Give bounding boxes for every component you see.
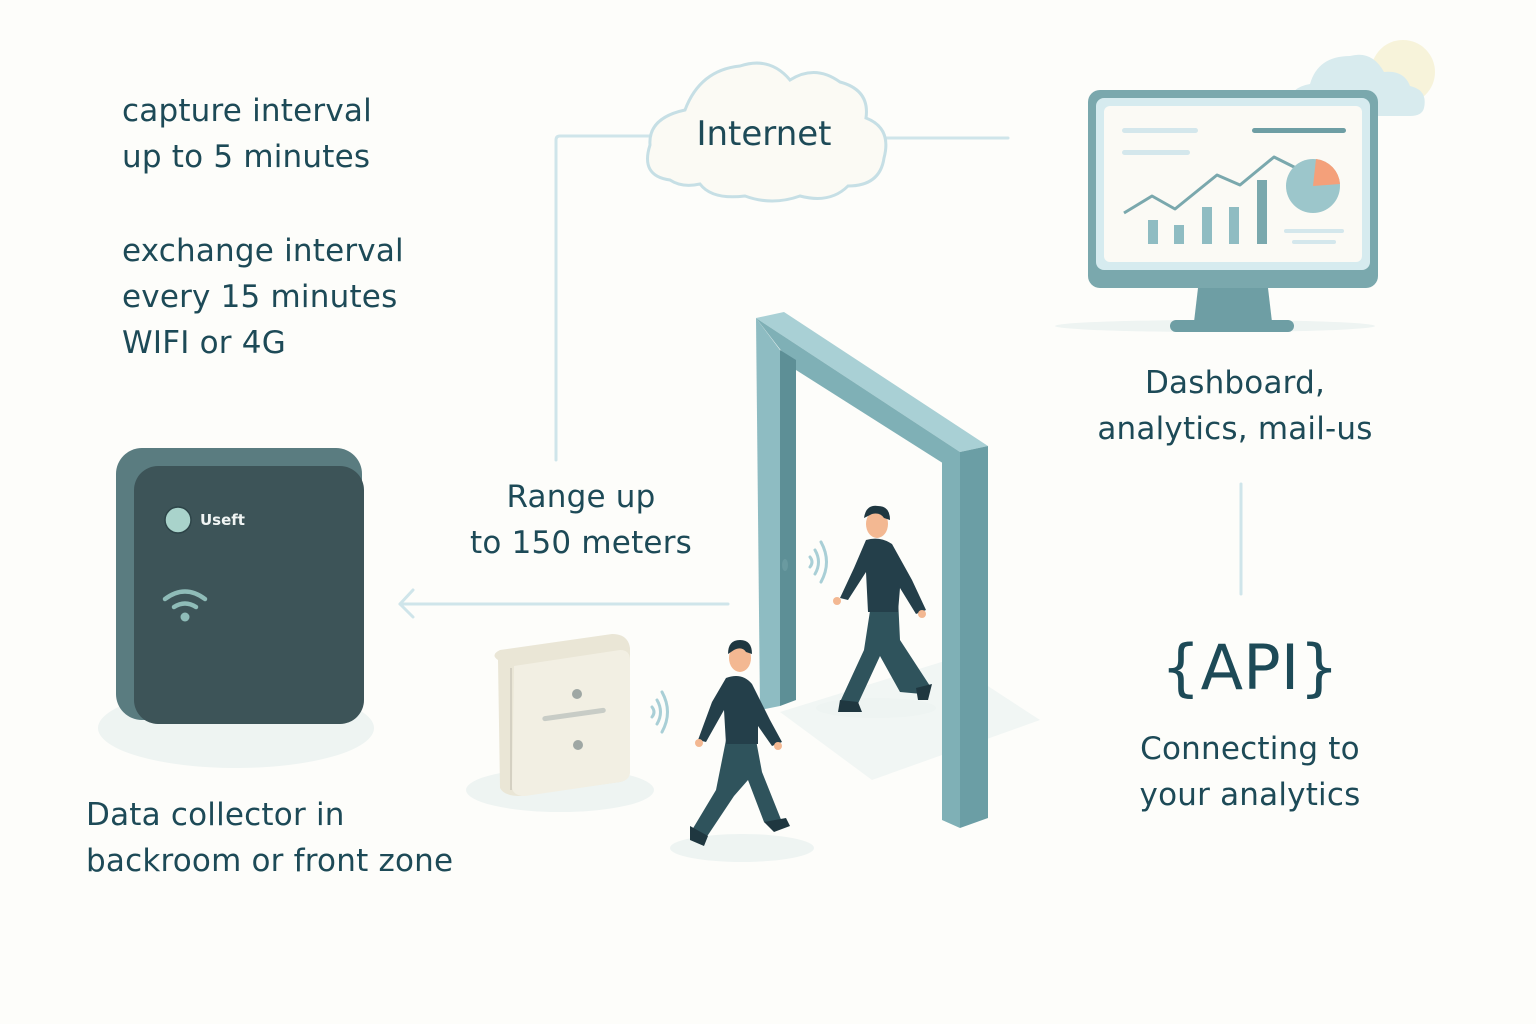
- spec-block: capture interval up to 5 minutes exchang…: [122, 88, 404, 366]
- status-led-icon: [164, 506, 192, 534]
- entrance-gate: [756, 312, 1040, 828]
- api-label: {API}: [1161, 631, 1339, 704]
- exchange-interval-value: every 15 minutes: [122, 279, 398, 315]
- screen-bar-1: [1148, 220, 1158, 244]
- person-walking-far: [816, 505, 936, 718]
- api-caption: Connecting to your analytics: [1100, 726, 1400, 818]
- internet-cloud-icon: [646, 61, 888, 203]
- device-brand-label: Useft: [200, 511, 245, 529]
- sensor-dot-top: [572, 689, 582, 699]
- screen-bar-3: [1202, 207, 1212, 244]
- dashboard-caption-line: Dashboard,: [1144, 365, 1326, 401]
- api-caption-line: your analytics: [1139, 777, 1361, 813]
- range-arrow-icon: [398, 588, 730, 619]
- capture-interval-title: capture interval: [122, 93, 372, 129]
- collector-caption-line: Data collector in: [86, 797, 345, 833]
- person-walking-near: [670, 640, 814, 862]
- connectivity-value: WIFI or 4G: [122, 325, 286, 361]
- dashboard-caption-line: analytics, mail-us: [1097, 411, 1373, 447]
- collector-caption-line: backroom or front zone: [86, 843, 454, 879]
- range-caption-line: Range up: [506, 479, 656, 515]
- sensor-divider: [542, 707, 606, 722]
- screen-bar-2: [1174, 225, 1184, 244]
- screen-bar-4: [1229, 207, 1239, 244]
- dashboard-monitor-icon: [1055, 90, 1378, 332]
- sensor-dot-bottom: [573, 740, 583, 750]
- connector-collector-to-internet: [554, 134, 652, 462]
- gate-signal-icon: [808, 540, 828, 584]
- internet-label: Internet: [696, 114, 832, 154]
- screen-pie-slice: [1313, 159, 1340, 186]
- api-caption-line: Connecting to: [1140, 731, 1360, 767]
- dashboard-caption: Dashboard, analytics, mail-us: [1070, 360, 1400, 452]
- range-caption-line: to 150 meters: [470, 525, 692, 561]
- range-caption: Range up to 150 meters: [456, 474, 706, 566]
- screen-line-chart: [1123, 155, 1301, 215]
- sensor-device: [466, 634, 654, 812]
- data-collector-device: [98, 448, 374, 768]
- capture-interval-value: up to 5 minutes: [122, 139, 371, 175]
- wifi-icon: [162, 589, 208, 610]
- exchange-interval-title: exchange interval: [122, 233, 404, 269]
- collector-caption: Data collector in backroom or front zone: [86, 792, 453, 884]
- screen-bar-5: [1257, 180, 1267, 244]
- sensor-signal-icon: [650, 690, 669, 734]
